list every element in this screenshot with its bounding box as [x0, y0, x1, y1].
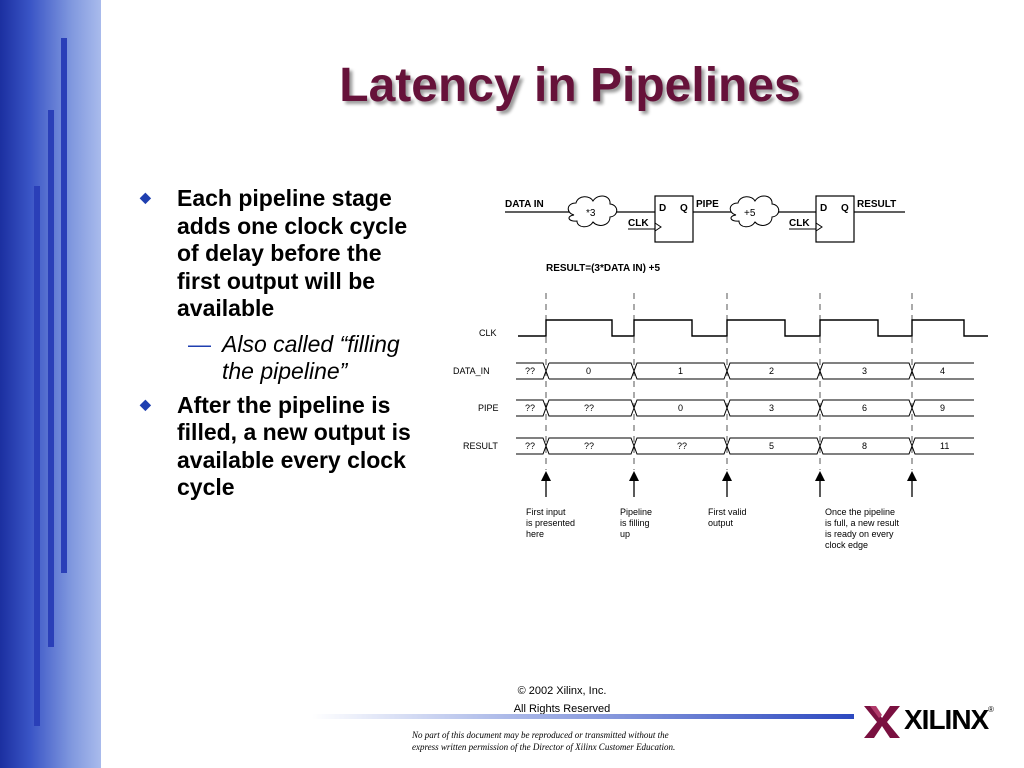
annotation-pipeline-filling: Pipeline is filling up: [620, 507, 655, 539]
result-label: RESULT: [857, 199, 896, 210]
annotations: First input is presented here Pipeline i…: [526, 507, 902, 550]
pipe-label: PIPE: [696, 199, 719, 210]
equation-label: RESULT=(3*DATA IN) +5: [546, 263, 661, 274]
sub-bullet-text: Also called “filling the pipeline”: [222, 330, 400, 385]
timing-diagram: CLK DATA_IN ?? 0 1 2 3 4 PIPE ?? ?? 0 3 …: [453, 293, 988, 550]
ff2-d: D: [820, 203, 827, 214]
pipe-value: 9: [940, 403, 945, 413]
pipe-value: 6: [862, 403, 867, 413]
footer-notice: No part of this document may be reproduc…: [412, 729, 832, 753]
pipe-value: ??: [525, 403, 535, 413]
diamond-bullet-icon: ◆: [140, 189, 151, 205]
arrow-up-icon: [815, 471, 825, 481]
clock-edge-guides: [545, 293, 913, 470]
signal-label-data-in: DATA_IN: [453, 366, 490, 376]
ff1-clk-label: CLK: [628, 218, 649, 229]
xilinx-mark-icon: [864, 706, 900, 738]
logo-text: XILINX: [904, 704, 989, 735]
arrow-up-icon: [629, 471, 639, 481]
bullet-text-2: After the pipeline is filled, a new outp…: [177, 391, 411, 501]
bullet-item-1: ◆ Each pipeline stage adds one clock cyc…: [140, 185, 430, 323]
op2-label: +5: [744, 208, 756, 219]
signal-label-result: RESULT: [463, 441, 498, 451]
notice-line-1: No part of this document may be reproduc…: [412, 730, 669, 740]
annotation-pipeline-full: Once the pipeline is full, a new result …: [825, 507, 902, 550]
result-value: 5: [769, 441, 774, 451]
sidebar-bar-2: [48, 110, 54, 647]
ff1-d: D: [659, 203, 666, 214]
annotation-arrows: [541, 471, 917, 497]
data-in-bus: [516, 362, 974, 380]
slide-title: Latency in Pipelines: [339, 59, 801, 112]
bullet-text-1: Each pipeline stage adds one clock cycle…: [177, 185, 408, 321]
data-in-value: 3: [862, 366, 867, 376]
sidebar-bar-3: [34, 186, 40, 726]
data-in-value: 2: [769, 366, 774, 376]
footer-divider: [312, 714, 854, 719]
sidebar-bar-1: [61, 38, 67, 573]
ff2-clock-triangle: [815, 222, 823, 232]
sub-bullet-item: — Also called “filling the pipeline”: [140, 331, 430, 386]
cloud-op2: [729, 195, 780, 228]
ff1-q: Q: [680, 203, 688, 214]
flipflop-2: [815, 195, 855, 243]
data-in-value: 4: [940, 366, 945, 376]
diamond-bullet-icon: ◆: [140, 395, 151, 412]
data-in-value: 1: [678, 366, 683, 376]
clk-waveform: [518, 319, 988, 337]
data-in-label: DATA IN: [505, 199, 544, 210]
result-value: 11: [940, 441, 949, 451]
copyright-text: © 2002 Xilinx, Inc.: [517, 685, 607, 697]
result-value: ??: [584, 441, 594, 451]
annotation-first-input: First input is presented here: [526, 507, 578, 539]
bullet-list: ◆ Each pipeline stage adds one clock cyc…: [140, 185, 430, 506]
block-diagram: DATA IN *3 D Q CLK PIPE +5 D Q CLK RESUL…: [505, 195, 905, 274]
signal-label-pipe: PIPE: [478, 403, 499, 413]
notice-line-2: express written permission of the Direct…: [412, 742, 676, 752]
pipeline-diagram: DATA IN *3 D Q CLK PIPE +5 D Q CLK RESUL…: [453, 195, 988, 550]
arrow-up-icon: [907, 471, 917, 481]
op1-label: *3: [586, 208, 596, 219]
sidebar-gradient: [0, 0, 101, 768]
sub-bullet-dash: —: [188, 330, 211, 357]
rights-text: All Rights Reserved: [513, 703, 611, 715]
result-value: ??: [677, 441, 687, 451]
pipe-bus: [516, 399, 974, 417]
registered-mark: ®: [988, 705, 994, 714]
pipe-value: 0: [678, 403, 683, 413]
clk-signal-label: CLK: [479, 328, 497, 338]
arrow-up-icon: [541, 471, 551, 481]
arrow-up-icon: [722, 471, 732, 481]
ff2-clk-label: CLK: [789, 218, 810, 229]
copyright-block: © 2002 Xilinx, Inc. All Rights Reserved: [462, 682, 662, 718]
pipe-value: 3: [769, 403, 774, 413]
cloud-op1: [567, 195, 618, 228]
ff1-clock-triangle: [654, 222, 662, 232]
flipflop-1: [654, 195, 694, 243]
data-in-value: 0: [586, 366, 591, 376]
result-value: 8: [862, 441, 867, 451]
annotation-first-valid: First valid output: [708, 507, 749, 528]
ff2-q: Q: [841, 203, 849, 214]
pipe-value: ??: [584, 403, 594, 413]
result-value: ??: [525, 441, 535, 451]
bullet-item-2: ◆ After the pipeline is filled, a new ou…: [140, 392, 430, 502]
data-in-value: ??: [525, 366, 535, 376]
xilinx-logo: XILINX ®: [862, 700, 1002, 742]
result-bus: [516, 437, 974, 455]
